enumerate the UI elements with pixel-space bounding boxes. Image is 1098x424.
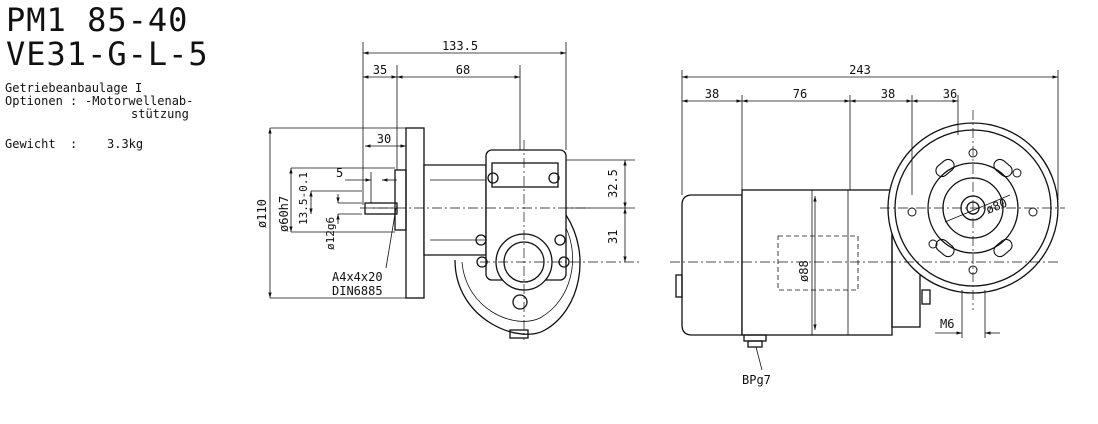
- mounting-slots: [935, 158, 1013, 258]
- key-spec-line-2: DIN6885: [332, 284, 383, 298]
- motor-body: [741, 189, 893, 336]
- options-value-line-1: -Motorwellenab-: [85, 94, 194, 108]
- wheel-housing-arc: [454, 214, 581, 335]
- output-shaft: [364, 202, 398, 215]
- side-view-labels: 133.5 35 68 30 5 13.5-0.1 ø110 ø60h7 ø12…: [255, 39, 620, 298]
- gearbox-side-view: [360, 127, 640, 340]
- weight-value: 3.3kg: [107, 137, 144, 151]
- shaft-stub: [921, 289, 931, 305]
- weight-label: Gewicht :: [5, 137, 78, 151]
- end-knob: [675, 274, 683, 298]
- dim-diameter-88: ø88: [797, 260, 811, 282]
- mounting-position-text: Getriebeanbaulage I: [5, 81, 143, 95]
- options-value-line-2: stützung: [131, 107, 189, 121]
- dim-35: 35: [373, 63, 387, 77]
- motor-view-dimensions: [681, 70, 1059, 371]
- dim-31: 31: [606, 230, 620, 244]
- dim-total-length: 133.5: [442, 39, 478, 53]
- flange: [405, 127, 425, 299]
- dim-total-243: 243: [849, 63, 871, 77]
- dim-diameter-12: ø12g6: [324, 217, 337, 250]
- key-spec-line-1: A4x4x20: [332, 270, 383, 284]
- dim-30: 30: [377, 132, 391, 146]
- dim-68: 68: [456, 63, 470, 77]
- dim-38-b: 38: [881, 87, 895, 101]
- dim-5: 5: [336, 166, 343, 180]
- dim-diameter-110: ø110: [255, 199, 269, 228]
- drawing-title-line-2: VE31-G-L-5: [6, 35, 209, 73]
- cable-gland: [743, 334, 767, 342]
- dim-32-5: 32.5: [606, 169, 620, 198]
- side-view-dimensions: [268, 42, 635, 299]
- options-label: Optionen :: [5, 94, 78, 108]
- drawing-title-line-1: PM1 85-40: [6, 1, 189, 39]
- dim-diameter-60: ø60h7: [277, 196, 291, 232]
- dim-38-a: 38: [705, 87, 719, 101]
- motor-view: [670, 110, 1065, 348]
- spigot: [394, 169, 407, 231]
- cable-gland-label: BPg7: [742, 373, 771, 387]
- dim-76: 76: [793, 87, 807, 101]
- dim-36: 36: [943, 87, 957, 101]
- bottom-plug: [509, 329, 529, 339]
- nameplate-outline: [777, 235, 859, 291]
- motor-end-cap: [681, 194, 743, 336]
- dim-13-5: 13.5-0.1: [297, 172, 310, 225]
- thread-m6: M6: [940, 317, 954, 331]
